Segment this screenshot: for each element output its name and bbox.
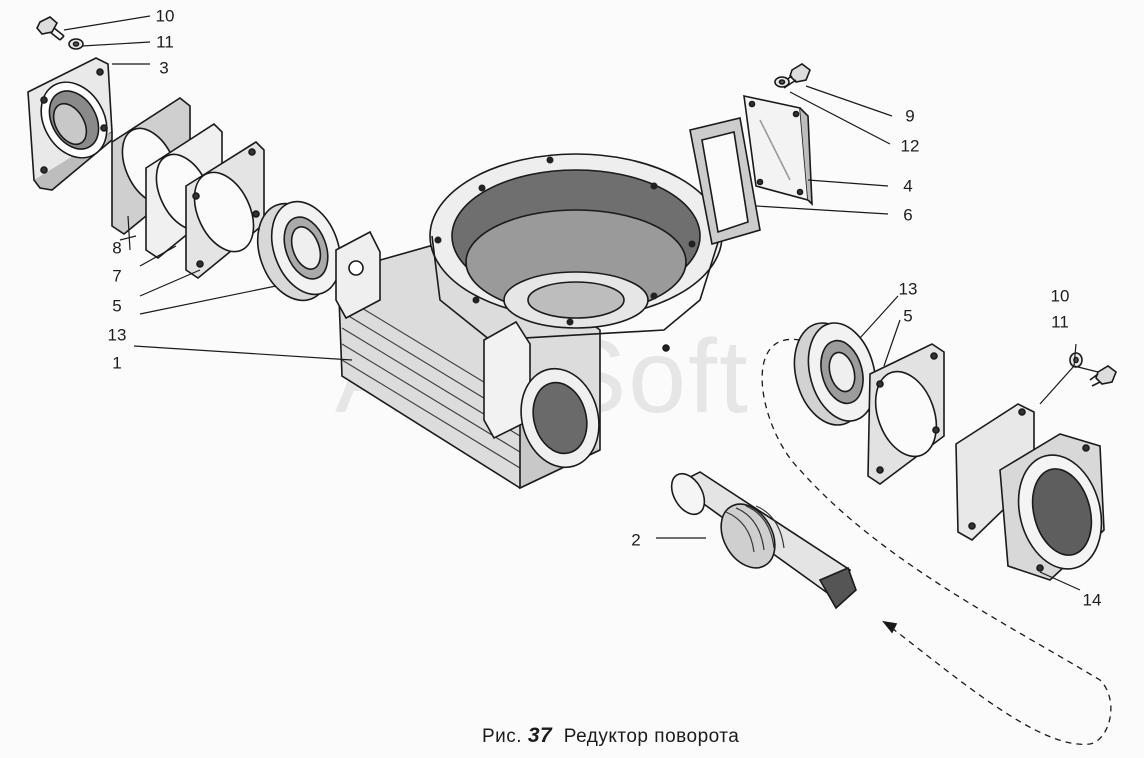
bolt-top-left	[36, 16, 65, 41]
housing-1	[335, 153, 723, 490]
cover-3	[27, 57, 113, 191]
callout-13-right: 13	[898, 279, 918, 299]
callout-5-left: 5	[112, 296, 122, 316]
callout-2: 2	[631, 530, 641, 550]
plate-5-right	[867, 343, 945, 485]
gasket-6	[689, 117, 761, 246]
callout-7: 7	[112, 266, 122, 286]
callout-10-left: 10	[155, 6, 175, 26]
flange-14	[955, 403, 1105, 581]
callout-11-right: 11	[1051, 312, 1069, 332]
callout-12: 12	[900, 136, 920, 156]
callout-3: 3	[159, 58, 169, 78]
callout-11-left: 11	[156, 32, 174, 52]
callout-6: 6	[903, 205, 913, 225]
bolt-right	[1089, 365, 1117, 387]
caption-title: Редуктор поворота	[563, 726, 740, 747]
leader-lines	[63, 15, 1099, 591]
cover-4	[743, 94, 813, 207]
callout-4: 4	[903, 176, 913, 196]
figure-caption: Рис. 37 Редуктор поворота	[482, 724, 739, 748]
callout-9: 9	[905, 106, 915, 126]
callout-13-left: 13	[107, 325, 127, 345]
caption-number: 37	[527, 724, 553, 747]
caption-prefix: Рис.	[482, 726, 523, 747]
callout-8: 8	[112, 238, 122, 258]
worm-shaft-2	[670, 471, 857, 610]
bearing-13-left	[256, 200, 342, 302]
callout-1: 1	[112, 353, 122, 373]
callout-10-right: 10	[1050, 286, 1070, 306]
assembly-path	[761, 338, 1112, 745]
callout-5-right: 5	[903, 306, 913, 326]
bearing-13-right	[793, 322, 877, 426]
plate-5-left	[185, 140, 265, 279]
callout-14: 14	[1082, 590, 1102, 610]
